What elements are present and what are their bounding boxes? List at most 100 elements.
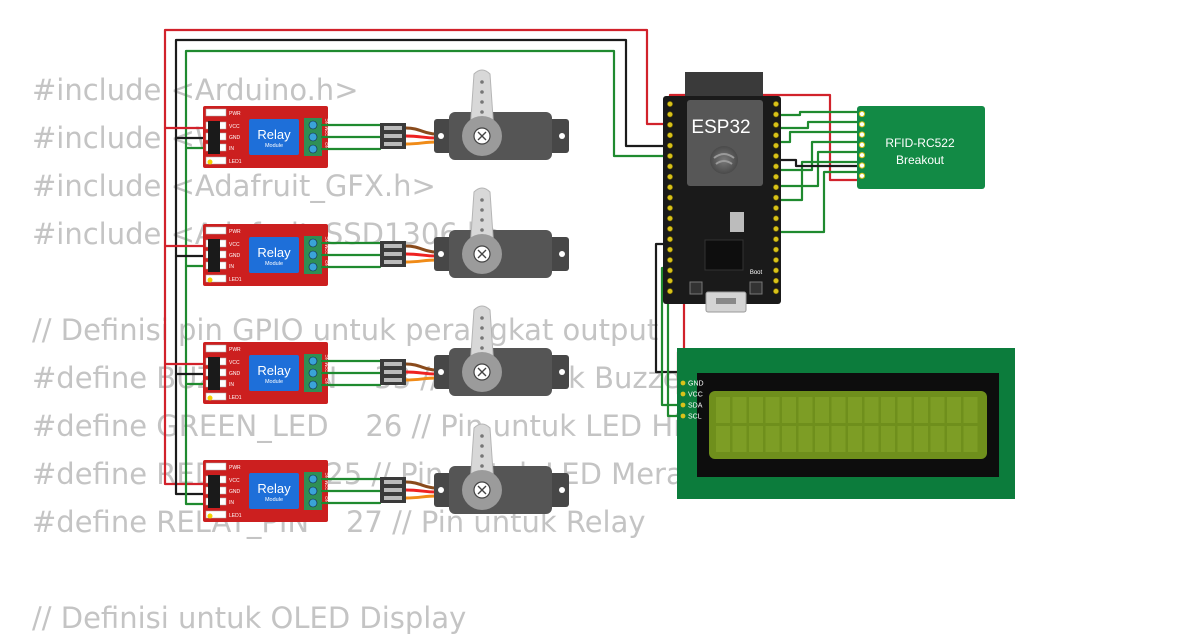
wire-black-gnd-bus bbox=[174, 38, 676, 496]
relay-pin-box bbox=[205, 510, 227, 519]
esp32-pin-left bbox=[667, 163, 673, 170]
relay-pin-label: PWR bbox=[229, 347, 241, 353]
relay-pin-label: VCC bbox=[229, 242, 240, 248]
servo-horn-hole bbox=[480, 464, 484, 468]
servo-connector-pin bbox=[384, 370, 402, 374]
esp32-pin-left bbox=[667, 236, 673, 243]
relay-pin-box bbox=[205, 274, 227, 283]
lcd-pin bbox=[680, 391, 686, 397]
esp32-pin-right bbox=[773, 225, 779, 232]
servo-horn-hole bbox=[480, 326, 484, 330]
relay-header bbox=[208, 475, 220, 508]
relay-sublabel: Module bbox=[265, 497, 283, 503]
wire-green-rfid-1 bbox=[774, 110, 862, 117]
servo-horn-hole bbox=[480, 90, 484, 94]
servo-cable-orange bbox=[405, 258, 437, 264]
relay-coil-block bbox=[249, 237, 299, 273]
relay-label: Relay bbox=[257, 481, 291, 496]
rfid-pin bbox=[858, 172, 866, 179]
wire-red-taps bbox=[163, 126, 205, 366]
relay-pin-box bbox=[205, 462, 227, 471]
lcd-pin-label: SCL bbox=[688, 414, 702, 421]
rfid-board bbox=[857, 106, 985, 189]
servo-connector-pin bbox=[384, 126, 402, 130]
lcd-char-cell bbox=[716, 426, 730, 452]
relay-terminal-label: COM bbox=[324, 362, 329, 373]
relay-pin-box bbox=[205, 392, 227, 401]
servo-connector-pin bbox=[384, 378, 402, 382]
relay-pin-label: GND bbox=[229, 371, 241, 377]
lcd-char-cell bbox=[947, 426, 961, 452]
esp32-pin-right bbox=[773, 215, 779, 222]
wire-green-rfid-3 bbox=[774, 130, 862, 144]
relay-terminal-label: NC bbox=[324, 472, 329, 479]
relay-pin-box bbox=[205, 156, 227, 165]
servo-mount-hole bbox=[438, 487, 444, 493]
lcd-char-cell bbox=[930, 426, 945, 452]
relay-pin-label: VCC bbox=[229, 478, 240, 484]
esp32-pin-left bbox=[667, 205, 673, 211]
esp32-pin-right bbox=[773, 111, 779, 118]
lcd-char-cell bbox=[947, 397, 961, 423]
relay-screw-icon bbox=[308, 262, 318, 272]
relay-pin-label: LED1 bbox=[229, 395, 242, 401]
esp32-pin-right bbox=[773, 267, 779, 274]
relay-screw-icon bbox=[308, 368, 318, 378]
servo-cable-brown bbox=[405, 480, 437, 490]
esp32-pin-right bbox=[773, 132, 779, 139]
relay-coil-block bbox=[249, 355, 299, 391]
relay-screw-icon bbox=[308, 380, 318, 390]
relay-led-icon bbox=[207, 159, 213, 165]
esp32-reset-button bbox=[689, 281, 703, 295]
wire-green-rfid-2 bbox=[774, 120, 862, 130]
relay-terminal-label: COM bbox=[324, 126, 329, 137]
lcd-char-cell bbox=[897, 397, 912, 423]
servo-horn-hole bbox=[480, 346, 484, 350]
servo-cable-brown bbox=[405, 362, 437, 372]
lcd-char-cell bbox=[914, 426, 928, 452]
esp32-pin-right bbox=[773, 163, 779, 170]
esp32-pin-left bbox=[667, 277, 673, 284]
relay-terminal-label: COM bbox=[324, 244, 329, 255]
rfid-pin bbox=[858, 110, 866, 118]
esp32-pin-right bbox=[773, 142, 779, 149]
relay-pin-label: PWR bbox=[229, 229, 241, 235]
servo-connector-pin bbox=[384, 260, 402, 264]
lcd-char-cell bbox=[749, 397, 763, 423]
rfid-pin bbox=[858, 141, 866, 148]
esp32-regulator bbox=[730, 212, 744, 232]
lcd-char-cell bbox=[914, 397, 928, 423]
servo-horn-hole bbox=[480, 100, 484, 104]
esp32-logo-swirl-icon bbox=[713, 153, 735, 165]
rfid-label-line1: RFID-RC522 bbox=[885, 136, 955, 150]
esp32-board: ESP32 Boot bbox=[663, 72, 781, 313]
esp32-pin-right bbox=[773, 236, 779, 243]
esp32-pin-right bbox=[773, 257, 779, 263]
relay-screw-icon bbox=[308, 474, 318, 484]
esp32-label: ESP32 bbox=[691, 117, 750, 138]
servo-cable-red bbox=[405, 370, 437, 376]
wire-black-taps bbox=[174, 136, 205, 376]
lcd-char-cell bbox=[749, 426, 763, 452]
lcd-char-cell bbox=[831, 397, 846, 423]
servo-horn-hole bbox=[480, 454, 484, 458]
relay-screw-icon bbox=[308, 356, 318, 366]
lcd-char-cell bbox=[815, 397, 829, 423]
servo-cable-orange bbox=[405, 376, 437, 382]
servo-connector-pin bbox=[384, 496, 402, 500]
esp32-pin-right bbox=[773, 205, 779, 211]
relay-pin-label: LED1 bbox=[229, 513, 242, 519]
servo-motor bbox=[380, 305, 569, 396]
relay-pin-label: LED1 bbox=[229, 159, 242, 165]
relay-led-icon bbox=[207, 395, 213, 401]
servo-shaft-cross-icon bbox=[477, 367, 487, 377]
relay-pin-box bbox=[205, 108, 227, 117]
relay-screw-icon bbox=[308, 250, 318, 260]
esp32-usb-port-slot bbox=[716, 298, 736, 304]
code-line: #include <Arduino.h> bbox=[32, 73, 359, 107]
servo-mount-hole bbox=[438, 133, 444, 139]
lcd-char-cell bbox=[897, 426, 912, 452]
servo-connector-pin bbox=[384, 142, 402, 146]
servo-horn-hole bbox=[480, 316, 484, 320]
